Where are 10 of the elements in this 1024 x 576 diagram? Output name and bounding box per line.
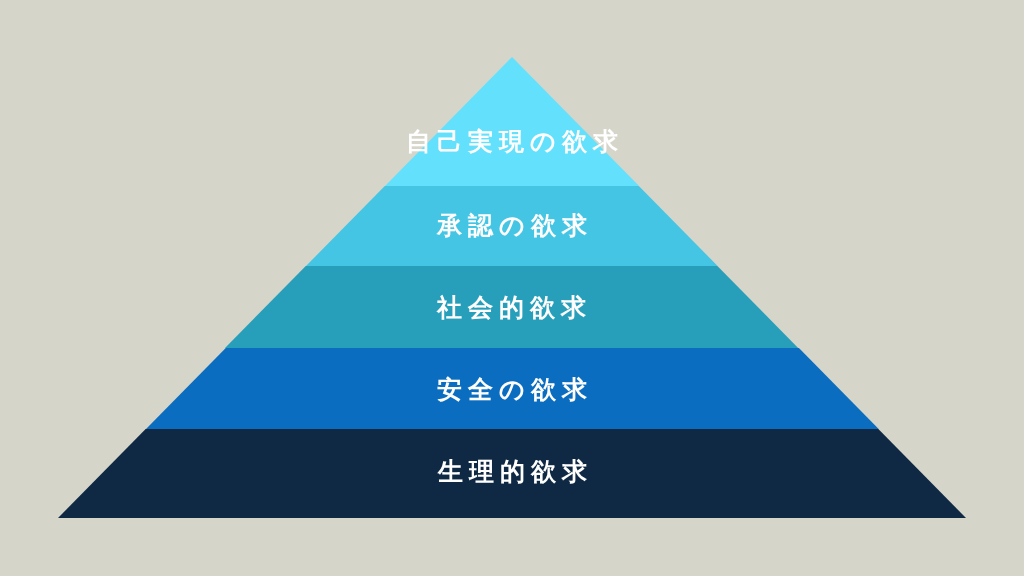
pyramid-tier xyxy=(58,429,966,518)
tier-label: 社会的欲求 xyxy=(435,293,593,323)
tier-label: 安全の欲求 xyxy=(436,375,593,405)
tier-label: 生理的欲求 xyxy=(436,457,593,487)
pyramid-tier xyxy=(306,186,718,266)
pyramid-tier xyxy=(145,348,879,429)
tier-label: 自己実現の欲求 xyxy=(405,127,624,157)
tier-label: 承認の欲求 xyxy=(435,211,593,241)
pyramid-tier xyxy=(225,266,799,348)
pyramid-tier xyxy=(384,57,640,186)
